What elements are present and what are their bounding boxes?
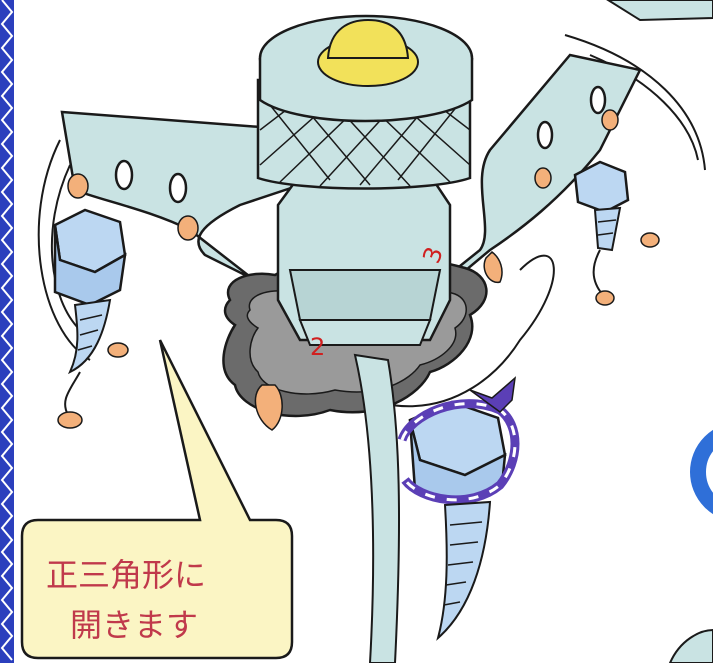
left-border (0, 0, 14, 663)
strap (353, 353, 401, 663)
bottom-right-fragment (668, 628, 713, 663)
bracket-holes (114, 85, 607, 204)
left-bolt-character (53, 173, 199, 429)
top-right-fragment (606, 0, 713, 22)
mark-2: 2 (310, 333, 325, 361)
central-knob (256, 14, 474, 346)
callout-line-1: 正三角形に (46, 556, 206, 594)
gasket-hands (254, 251, 503, 431)
callout-line-2: 開きます (70, 606, 198, 644)
bottom-bolt-character (397, 376, 520, 641)
callout-bubble: 正三角形に 開きます (20, 339, 294, 660)
right-bolt-character (534, 109, 660, 306)
motion-arcs (37, 34, 706, 408)
accent-circle (690, 429, 713, 515)
